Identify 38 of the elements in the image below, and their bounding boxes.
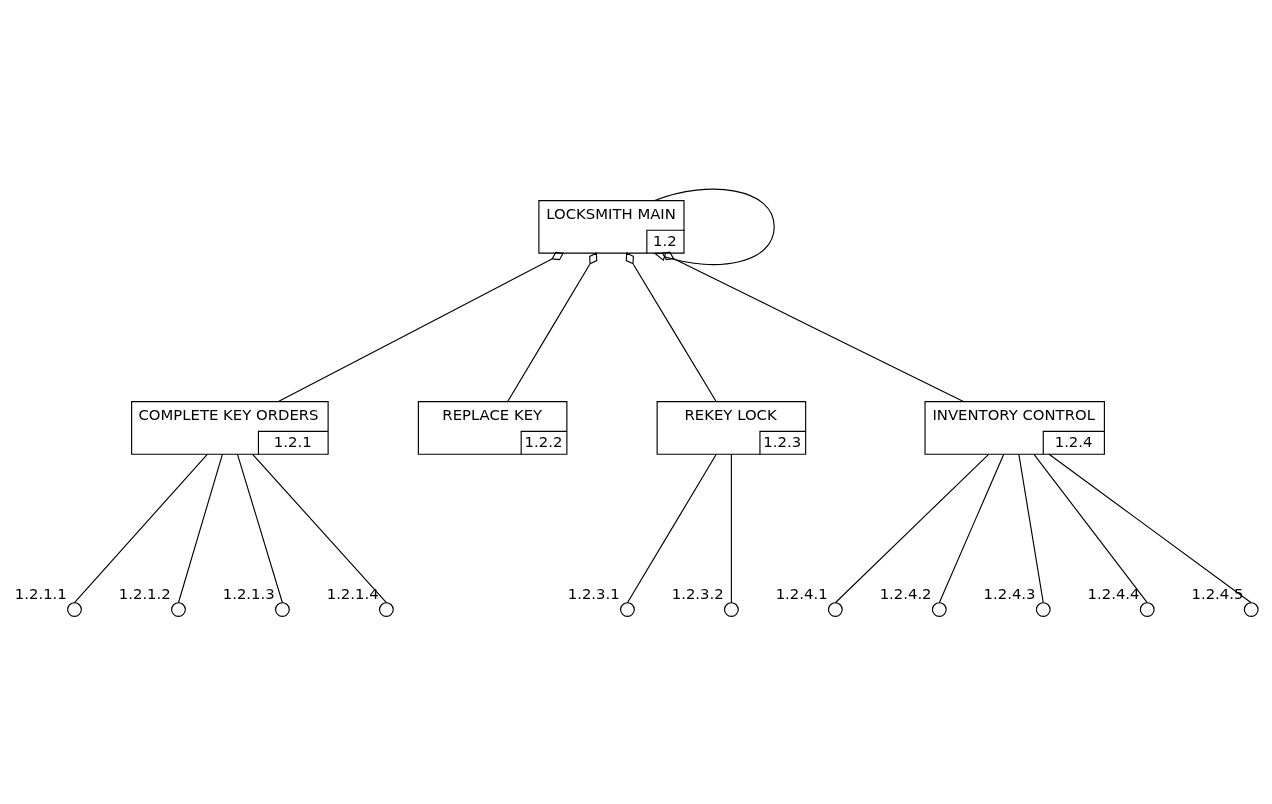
node-circle: [171, 601, 186, 617]
connector: [1033, 453, 1148, 603]
connector: [938, 453, 1005, 603]
connector: [626, 453, 717, 603]
node-circle: [1243, 601, 1259, 617]
node-circle: [827, 601, 843, 617]
connector: [1018, 453, 1044, 603]
node-label: 1.2.1.1: [14, 584, 67, 603]
node-label: 1.2.4.2: [879, 584, 932, 603]
node-label: 1.2.4.5: [1191, 584, 1244, 603]
node-circle: [378, 601, 394, 617]
node-circle: [67, 601, 82, 617]
connector: [834, 453, 990, 603]
connector: [236, 453, 283, 603]
connector: [73, 453, 208, 603]
connector: [1048, 453, 1252, 603]
node-circle: [723, 601, 739, 617]
node-circle: [1035, 601, 1051, 617]
node-circle: [1139, 601, 1155, 617]
node-label: 1.2.1.4: [326, 584, 379, 603]
node-circle: [931, 601, 947, 617]
connector: [252, 453, 387, 603]
connector: [625, 251, 717, 402]
connector: [177, 453, 223, 603]
node-circle: [275, 601, 290, 617]
node-label: 1.2.1.3: [222, 584, 275, 603]
node-label: 1.2.4.4: [1087, 584, 1140, 603]
node-label: 1.2.3.2: [671, 584, 724, 603]
node-label: 1.2.4.3: [983, 584, 1036, 603]
node-label: 1.2.4.1: [775, 584, 828, 603]
connector: [277, 251, 565, 402]
node-label: 1.2.3.1: [567, 584, 620, 603]
arrow: [653, 188, 775, 265]
connector: [507, 251, 598, 402]
node-circle: [620, 601, 635, 617]
node-label: 1.2.1.2: [118, 584, 171, 603]
connector: [661, 251, 964, 402]
connector: [730, 453, 732, 603]
